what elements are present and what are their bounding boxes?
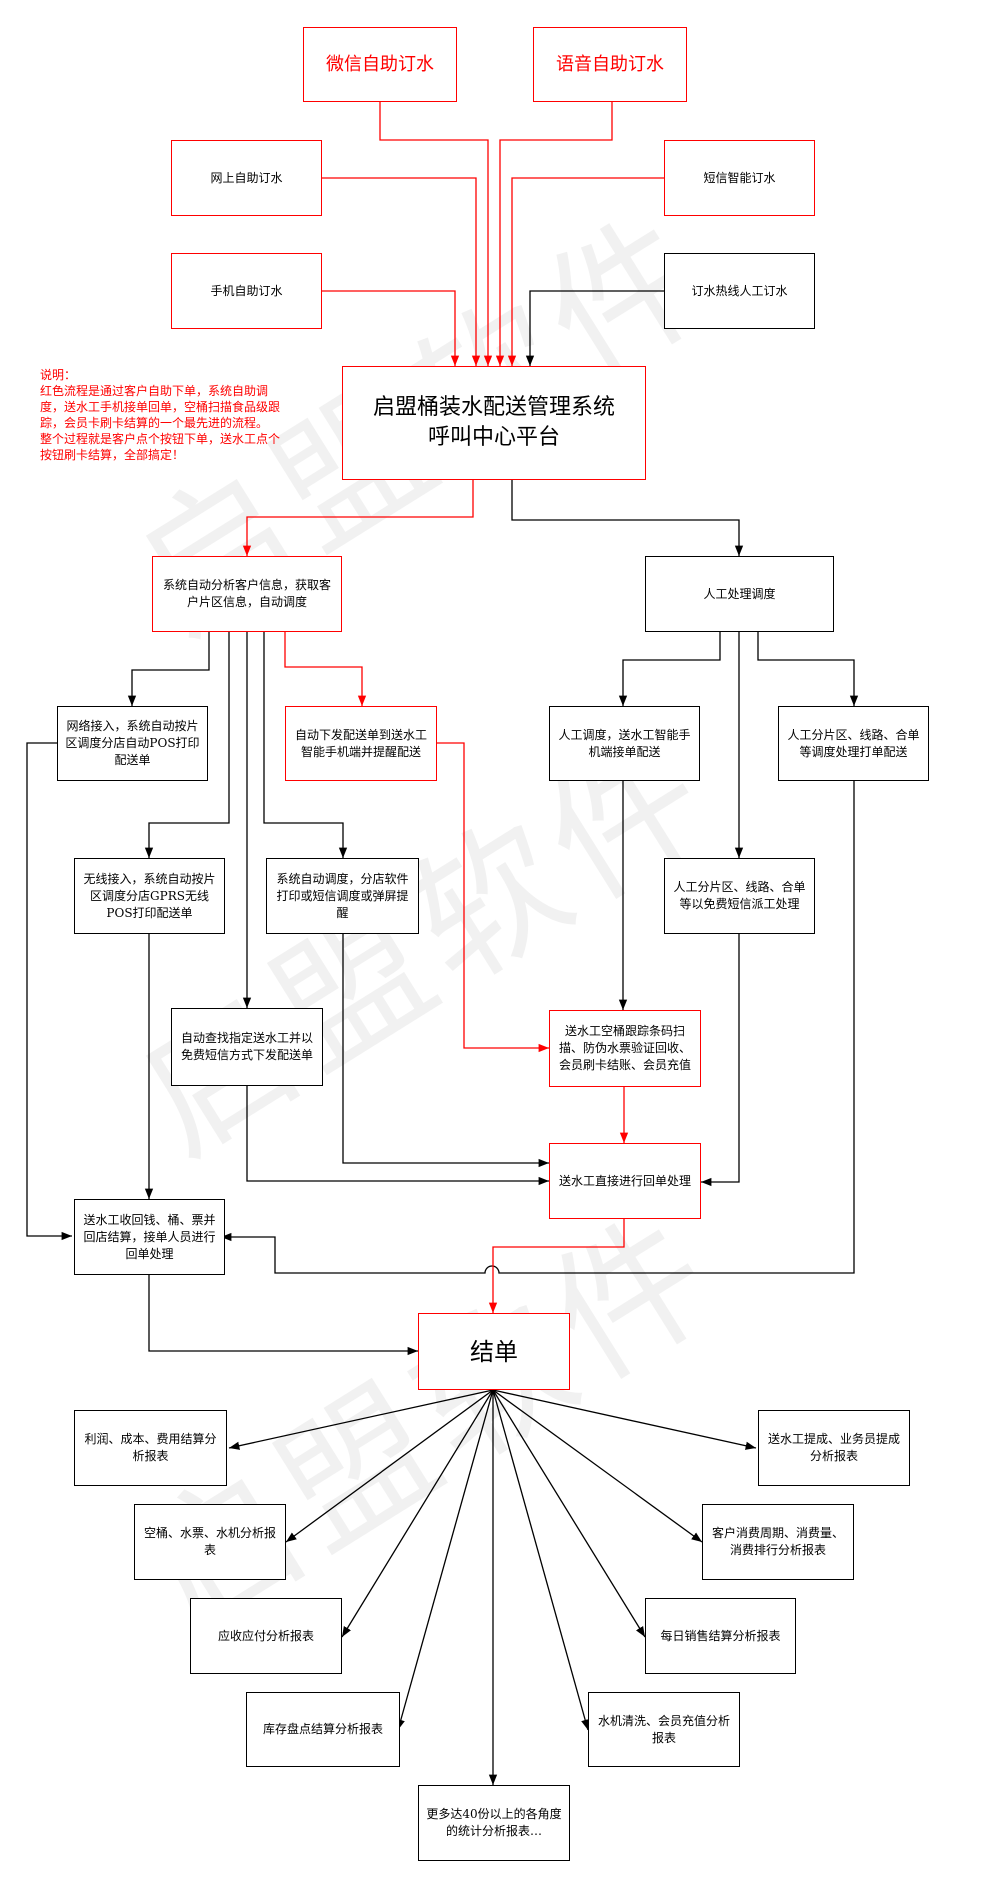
node-voice-order: 语音自助订水	[533, 27, 687, 102]
connector-return-close	[488, 1219, 625, 1313]
node-manual-dispatch: 人工处理调度	[645, 556, 834, 632]
node-report-bucket: 空桶、水票、水机分析报表	[134, 1504, 286, 1580]
connector-report-customer	[492, 1389, 703, 1543]
node-manual-phone: 人工调度，送水工智能手机端接单配送	[549, 706, 700, 781]
node-hotline-order: 订水热线人工订水	[664, 253, 815, 329]
node-report-commission: 送水工提成、业务员提成分析报表	[758, 1410, 910, 1486]
connector-mobile	[322, 290, 460, 366]
connector-web	[322, 177, 481, 366]
node-manual-sms: 人工分片区、线路、合单等以免费短信派工处理	[664, 858, 815, 934]
node-report-inventory: 库存盘点结算分析报表	[246, 1692, 400, 1767]
node-close-order: 结单	[418, 1313, 570, 1390]
connector-to-autopush	[284, 632, 367, 706]
node-mobile-order: 手机自助订水	[171, 253, 322, 329]
node-report-ar: 应收应付分析报表	[190, 1598, 342, 1674]
connector-report-inventory	[396, 1389, 494, 1731]
node-sms-order: 短信智能订水	[664, 140, 815, 216]
node-call-center-platform: 启盟桶装水配送管理系统 呼叫中心平台	[342, 366, 646, 480]
connector-report-clean	[492, 1389, 590, 1731]
node-auto-analysis: 系统自动分析客户信息，获取客户片区信息，自动调度	[152, 556, 342, 632]
node-network-pos: 网络接入，系统自动按片区调度分店自动POS打印配送单	[57, 706, 208, 781]
node-branch-auto: 系统自动调度，分店软件打印或短信调度或弹屏提醒	[266, 858, 419, 934]
connector-to-manualprint	[757, 632, 859, 706]
connector-to-manualphone	[618, 632, 721, 706]
connector-autofind-return	[246, 1086, 549, 1186]
connector-to-branch	[263, 632, 348, 858]
node-report-clean: 水机清洗、会员充值分析报表	[588, 1692, 740, 1767]
node-auto-push-phone: 自动下发配送单到送水工智能手机端并提醒配送	[285, 706, 437, 781]
connector-to-network	[127, 632, 210, 706]
connector-center-manual	[511, 480, 744, 556]
node-return-store: 送水工收回钱、桶、票并回店结算，接单人员进行回单处理	[74, 1199, 225, 1275]
connector-report-profit	[228, 1389, 494, 1450]
connector-autopush-scan	[431, 742, 549, 1053]
node-report-profit: 利润、成本、费用结算分析报表	[74, 1410, 227, 1486]
node-report-daily: 每日销售结算分析报表	[645, 1598, 796, 1674]
node-wireless-gprs: 无线接入，系统自动按片区调度分店GPRS无线POS打印配送单	[74, 858, 225, 934]
node-direct-return: 送水工直接进行回单处理	[549, 1143, 701, 1219]
connector-sms	[507, 177, 664, 366]
connector-voice	[495, 102, 613, 366]
node-scan-verify: 送水工空桶跟踪条码扫描、防伪水票验证回收、会员刷卡结账、会员充值	[549, 1010, 701, 1087]
connector-report-bucket	[285, 1389, 494, 1543]
connector-manualprint-store	[221, 781, 855, 1274]
explanation-note: 说明： 红色流程是通过客户自助下单，系统自助调度，送水工手机接单回单，空桶扫描食…	[40, 368, 281, 462]
connector-branch-return	[342, 934, 549, 1168]
connector-report-commission	[492, 1389, 757, 1450]
connector-network-store	[26, 742, 72, 1241]
node-report-customer: 客户消费周期、消费量、消费排行分析报表	[702, 1504, 854, 1580]
connector-hotline	[525, 290, 664, 366]
node-web-order: 网上自助订水	[171, 140, 322, 216]
connector-manualsms-return	[701, 934, 740, 1187]
node-manual-print: 人工分片区、线路、合单等调度处理打单配送	[778, 706, 929, 781]
connector-store-close	[148, 1275, 418, 1356]
connector-wechat	[379, 102, 493, 366]
node-report-more: 更多达40份以上的各角度的统计分析报表…	[418, 1785, 570, 1861]
node-wechat-order: 微信自助订水	[303, 27, 457, 102]
connector-report-ar	[341, 1389, 494, 1638]
connector-to-wireless	[144, 632, 230, 858]
connector-center-auto	[242, 480, 474, 556]
node-auto-find-worker: 自动查找指定送水工并以免费短信方式下发配送单	[171, 1008, 323, 1086]
connector-report-daily	[492, 1389, 646, 1638]
